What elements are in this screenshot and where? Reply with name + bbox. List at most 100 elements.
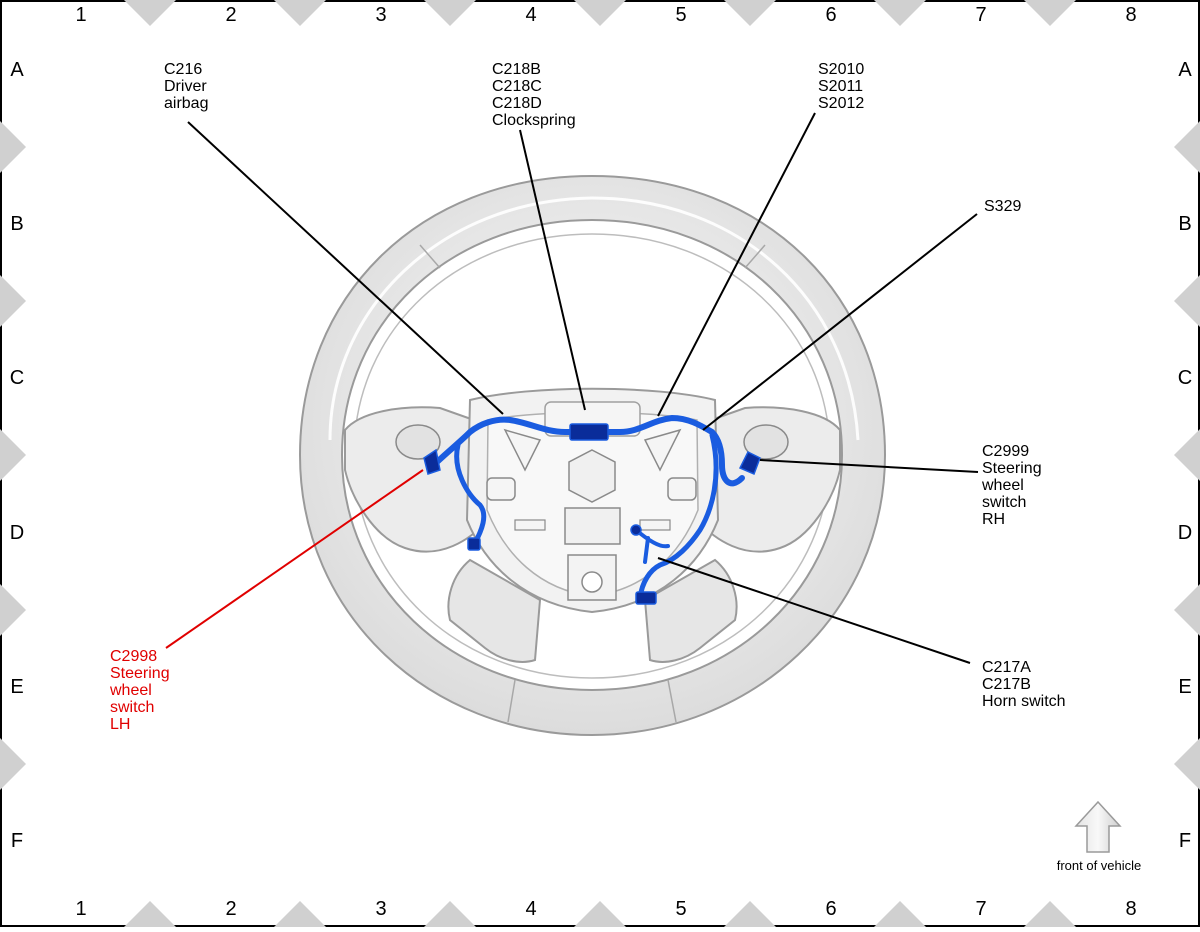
hub-mount-left — [486, 477, 516, 501]
hub-bracket-right — [643, 428, 682, 472]
grid-column-label-top: 7 — [975, 4, 986, 26]
zone-marker-right — [1174, 584, 1200, 636]
grid-column-label-top: 5 — [675, 4, 686, 26]
rim-seam — [419, 244, 441, 269]
clockspring-connector — [569, 423, 609, 441]
grid-row-label-right: B — [1178, 213, 1191, 235]
leader-splices — [657, 112, 816, 417]
zone-marker-top — [874, 0, 926, 26]
horn-connector — [630, 524, 642, 536]
callout-switch-rh-line5: RH — [982, 511, 1005, 528]
callout-horn-switch: C217A C217B Horn switch — [982, 659, 1066, 710]
harness-main-loop — [434, 415, 745, 487]
zone-marker-top — [424, 0, 476, 26]
callout-switch-rh-line1: C2999 — [982, 443, 1029, 460]
grid-column-label-bottom: 3 — [375, 898, 386, 920]
callout-switch-lh-line2: Steering — [110, 665, 170, 682]
lower-left-spoke — [447, 558, 542, 663]
zone-marker-top — [1024, 0, 1076, 26]
grid-row-label-right: F — [1179, 830, 1191, 852]
callout-switch-lh-line3: wheel — [109, 682, 152, 699]
zone-marker-left — [0, 738, 26, 790]
callout-clockspring-line2: C218C — [492, 78, 542, 95]
callout-switch-rh-line4: switch — [982, 494, 1026, 511]
callout-switch-rh-line2: Steering — [982, 460, 1042, 477]
callout-clockspring-line3: C218D — [492, 95, 542, 112]
callout-switch-rh-line3: wheel — [981, 477, 1024, 494]
front-of-vehicle-label: front of vehicle — [1057, 858, 1142, 873]
zone-marker-top — [574, 0, 626, 26]
callout-driver-airbag-line3: airbag — [164, 95, 208, 112]
callout-horn-switch-line1: C217A — [982, 659, 1031, 676]
callout-clockspring-line1: C218B — [492, 61, 541, 78]
zone-marker-right — [1174, 275, 1200, 327]
hub-center-block — [564, 507, 621, 545]
grid-column-label-top: 1 — [75, 4, 86, 26]
callout-switch-rh: C2999 Steering wheel switch RH — [981, 443, 1042, 528]
harness-connectors — [423, 423, 761, 605]
zone-marker-bottom — [724, 901, 776, 927]
grid-column-label-bottom: 4 — [525, 898, 536, 920]
leader-s329 — [702, 213, 978, 431]
callout-clockspring: C218B C218C C218D Clockspring — [492, 61, 576, 129]
zone-marker-top — [724, 0, 776, 26]
grid-column-label-bottom: 2 — [225, 898, 236, 920]
callout-switch-lh: C2998 Steering wheel switch LH — [109, 648, 170, 733]
callout-clockspring-line4: Clockspring — [492, 112, 576, 129]
zone-marker-bottom — [424, 901, 476, 927]
harness-right-drop — [637, 432, 719, 601]
callout-s329: S329 — [984, 198, 1021, 215]
right-spoke — [696, 406, 841, 553]
rim-seam — [744, 244, 766, 269]
zone-marker-left — [0, 429, 26, 481]
leader-switch-rh — [759, 459, 979, 473]
zone-marker-right — [1174, 429, 1200, 481]
rim-seam — [507, 679, 516, 723]
front-of-vehicle-indicator: front of vehicle — [1057, 800, 1142, 873]
up-arrow-icon — [1074, 800, 1122, 853]
hub-slot-left — [514, 519, 546, 531]
grid-column-label-bottom: 1 — [75, 898, 86, 920]
harness-clip-right — [635, 591, 657, 605]
callout-s329-line1: S329 — [984, 198, 1021, 215]
grid-row-label-right: E — [1178, 676, 1191, 698]
rim-inner-edge — [353, 233, 831, 679]
grid-row-label-left: C — [10, 367, 24, 389]
grid-column-label-top: 4 — [525, 4, 536, 26]
hub-center-hex — [568, 449, 616, 503]
steering-wheel-rim — [298, 174, 887, 737]
zone-marker-top — [124, 0, 176, 26]
hub-mount-right — [667, 477, 697, 501]
harness-clip-left — [467, 537, 481, 551]
grid-column-label-bottom: 8 — [1125, 898, 1136, 920]
leader-driver-airbag — [187, 121, 504, 415]
hub-bracket-left — [503, 428, 542, 472]
leader-horn-switch — [657, 557, 971, 664]
zone-marker-bottom — [574, 901, 626, 927]
callout-horn-switch-line2: C217B — [982, 676, 1031, 693]
grid-row-label-left: B — [10, 213, 23, 235]
grid-row-label-right: C — [1178, 367, 1192, 389]
grid-column-label-top: 8 — [1125, 4, 1136, 26]
callout-splices-line3: S2012 — [818, 95, 864, 112]
zone-marker-bottom — [124, 901, 176, 927]
zone-marker-left — [0, 121, 26, 173]
grid-row-label-right: D — [1178, 522, 1192, 544]
lower-right-spoke — [643, 558, 738, 663]
grid-column-label-top: 2 — [225, 4, 236, 26]
hub-lower-hole — [581, 571, 603, 593]
callout-switch-lh-line4: switch — [110, 699, 154, 716]
grid-row-label-left: A — [10, 59, 24, 81]
harness-left-drop — [454, 442, 487, 548]
zone-marker-left — [0, 275, 26, 327]
zone-marker-right — [1174, 738, 1200, 790]
zone-marker-bottom — [274, 901, 326, 927]
callout-splices-line1: S2010 — [818, 61, 864, 78]
leader-lines — [165, 112, 979, 664]
callout-splices: S2010 S2011 S2012 — [818, 61, 864, 112]
grid-row-label-left: D — [10, 522, 24, 544]
